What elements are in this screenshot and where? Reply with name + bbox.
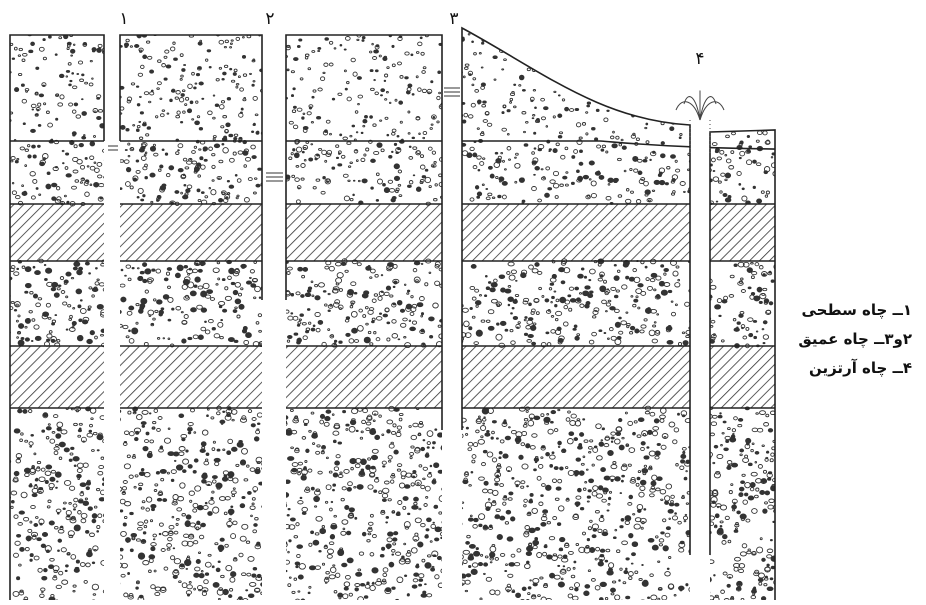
- lower-impermeable-layer: [0, 346, 926, 408]
- well-2-label: ۲: [265, 9, 274, 29]
- well-3-label: ۳: [449, 9, 458, 29]
- legend-item-artesian-well: ۴ــ چاه آرتزین: [790, 354, 912, 383]
- well-1-label: ۱: [119, 9, 128, 29]
- legend-item-shallow-well: ۱ــ چاه سطحی: [790, 296, 912, 325]
- legend-item-deep-well: ۲و۳ــ چاه عمیق: [790, 325, 912, 354]
- upper-impermeable-layer: [0, 204, 926, 261]
- legend: ۱ــ چاه سطحی ۲و۳ــ چاه عمیق ۴ــ چاه آرتز…: [790, 296, 912, 383]
- well-4-label: ۴: [695, 49, 704, 69]
